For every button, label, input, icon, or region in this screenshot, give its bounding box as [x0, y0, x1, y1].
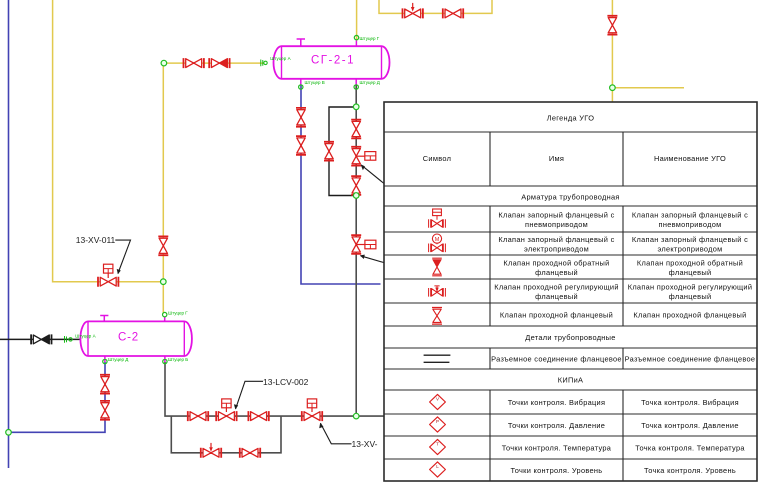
svg-text:Точка контроля. Давление: Точка контроля. Давление [641, 421, 738, 430]
svg-text:Точки контроля. Температура: Точки контроля. Температура [502, 444, 612, 453]
svg-text:Штуцер Г: Штуцер Г [168, 311, 188, 316]
svg-text:Клапан проходной фланцевый: Клапан проходной фланцевый [633, 311, 746, 320]
svg-text:13-LCV-002: 13-LCV-002 [263, 377, 309, 387]
svg-text:P: P [436, 419, 439, 424]
svg-text:L: L [436, 464, 439, 469]
svg-text:пневмоприводом: пневмоприводом [525, 220, 588, 229]
svg-text:Точки контроля. Уровень: Точки контроля. Уровень [511, 466, 603, 475]
svg-text:фланцевый: фланцевый [669, 268, 712, 277]
svg-text:М: М [435, 237, 440, 243]
svg-text:Клапан запорный фланцевый с: Клапан запорный фланцевый с [498, 235, 614, 244]
svg-text:Штуцер Б: Штуцер Б [168, 357, 188, 362]
svg-text:фланцевый: фланцевый [669, 292, 712, 301]
svg-text:Штуцер А: Штуцер А [75, 334, 95, 339]
svg-text:Легенда УГО: Легенда УГО [547, 114, 595, 123]
svg-text:Клапан проходной обратный: Клапан проходной обратный [503, 259, 609, 268]
svg-text:Клапан проходной фланцевый: Клапан проходной фланцевый [500, 311, 613, 320]
svg-text:Клапан проходной регулирующий: Клапан проходной регулирующий [628, 283, 753, 292]
svg-text:V: V [436, 397, 439, 402]
svg-text:пневмоприводом: пневмоприводом [659, 220, 722, 229]
svg-text:Точка контроля. Уровень: Точка контроля. Уровень [644, 466, 736, 475]
svg-text:Детали трубопроводные: Детали трубопроводные [525, 333, 615, 342]
svg-text:СГ-2-1: СГ-2-1 [311, 55, 355, 67]
svg-text:Точки контроля. Вибрация: Точки контроля. Вибрация [508, 398, 606, 407]
svg-text:T: T [436, 442, 439, 447]
svg-text:Арматура трубопроводная: Арматура трубопроводная [521, 193, 619, 202]
svg-text:Клапан проходной регулирующий: Клапан проходной регулирующий [494, 283, 619, 292]
svg-text:Точка контроля. Вибрация: Точка контроля. Вибрация [641, 398, 739, 407]
svg-text:Точки контроля. Давление: Точки контроля. Давление [508, 421, 605, 430]
svg-text:КИПиА: КИПиА [558, 376, 584, 385]
svg-text:фланцевый: фланцевый [535, 292, 578, 301]
svg-text:электроприводом: электроприводом [658, 245, 723, 254]
svg-text:13-XV-: 13-XV- [352, 439, 378, 449]
svg-text:Клапан проходной обратный: Клапан проходной обратный [637, 259, 743, 268]
svg-text:Штуцер Г: Штуцер Г [360, 36, 380, 41]
svg-text:Наименование УГО: Наименование УГО [654, 154, 726, 163]
svg-text:Клапан запорный фланцевый с: Клапан запорный фланцевый с [632, 211, 748, 220]
svg-text:Разъемное соединение фланцевое: Разъемное соединение фланцевое [625, 355, 756, 364]
svg-text:Клапан запорный фланцевый с: Клапан запорный фланцевый с [498, 211, 614, 220]
svg-text:Штуцер А: Штуцер А [270, 56, 290, 61]
svg-text:фланцевый: фланцевый [535, 268, 578, 277]
svg-text:Клапан запорный фланцевый с: Клапан запорный фланцевый с [632, 235, 748, 244]
svg-text:Штуцер Д: Штуцер Д [360, 80, 380, 85]
svg-text:электроприводом: электроприводом [524, 245, 589, 254]
svg-text:С-2: С-2 [118, 332, 139, 344]
svg-text:Точка контроля. Температура: Точка контроля. Температура [635, 444, 745, 453]
svg-text:Символ: Символ [423, 154, 451, 163]
svg-text:13-XV-011: 13-XV-011 [76, 235, 116, 245]
svg-text:Штуцер Д: Штуцер Д [108, 357, 128, 362]
svg-text:Разъемное соединение фланцевое: Разъемное соединение фланцевое [491, 355, 622, 364]
svg-text:Имя: Имя [549, 154, 564, 163]
svg-text:Штуцер В: Штуцер В [305, 80, 325, 85]
